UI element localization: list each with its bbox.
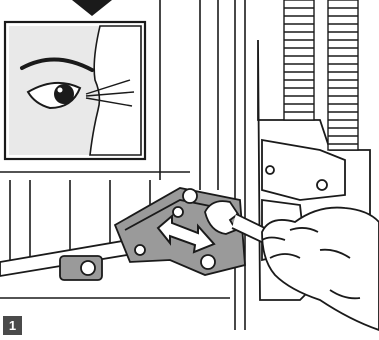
step-number-badge: 1 (3, 316, 22, 335)
hand-illustration (262, 208, 379, 330)
spring-right (328, 0, 358, 150)
eye-icon (54, 84, 74, 104)
top-arrow-icon (72, 0, 112, 16)
spring-left (284, 0, 314, 120)
inset-eye-panel (5, 22, 145, 159)
